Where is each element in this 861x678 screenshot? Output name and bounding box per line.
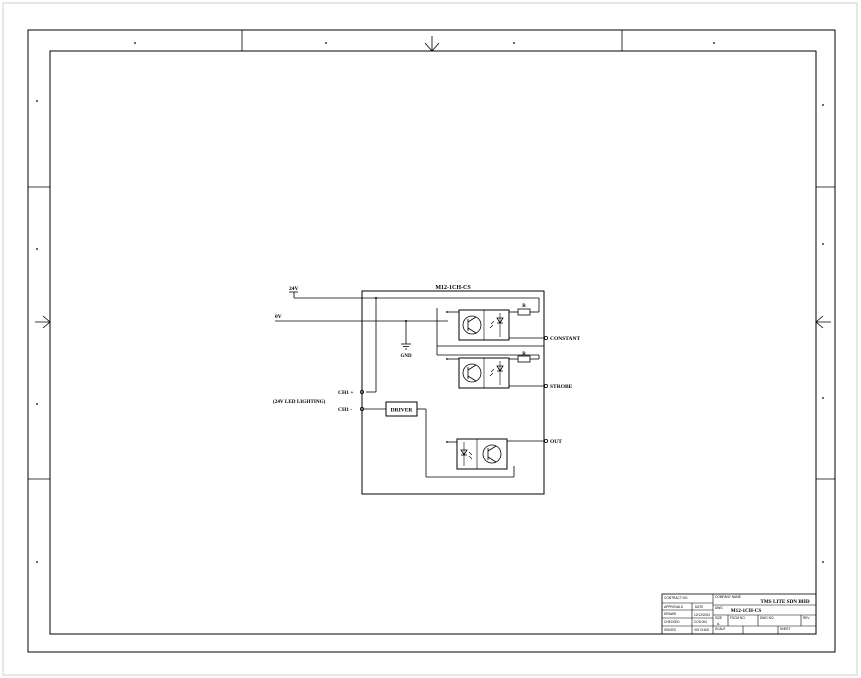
tb-contract-no-label: CONTRACT NO. bbox=[664, 596, 688, 600]
tb-approvals-label: APPROVALS bbox=[664, 605, 683, 609]
tb-rev-label: REV bbox=[803, 616, 810, 620]
tb-drawn-label: DRAWN bbox=[664, 612, 677, 616]
label-ch1-plus: CH1 + bbox=[338, 390, 354, 396]
constant-terminal bbox=[544, 335, 549, 340]
strobe-resistor-label: R bbox=[522, 352, 526, 357]
tb-misc-2: VIS CHAS bbox=[694, 628, 709, 632]
label-constant: CONSTANT bbox=[550, 336, 580, 342]
tb-scale-label: SCALE bbox=[715, 627, 725, 631]
zone-markers bbox=[36, 42, 824, 563]
module-title: M12-1CH-CS bbox=[435, 285, 471, 291]
power-rails: 24V 0V GND bbox=[275, 286, 448, 393]
tb-size-label: SIZE bbox=[715, 616, 722, 620]
label-out: OUT bbox=[550, 439, 562, 445]
constant-transistor bbox=[462, 315, 482, 335]
label-ch1-minus: CH1 - bbox=[338, 407, 352, 413]
tb-size-value: A bbox=[717, 622, 720, 626]
tb-company-name: TMS LITE SDN BHD bbox=[760, 599, 809, 605]
frame-inner-border bbox=[49, 50, 817, 635]
label-24v: 24V bbox=[289, 286, 299, 292]
tb-company-name-label: COMPANY NAME bbox=[715, 595, 741, 599]
module-block: M12-1CH-CS bbox=[361, 285, 545, 495]
center-arrow-right bbox=[815, 315, 831, 329]
tb-drawn-date: 12/12/2024 bbox=[694, 613, 710, 617]
out-terminal bbox=[544, 438, 549, 443]
label-0v: 0V bbox=[275, 314, 282, 320]
tb-drawing-title: M12-1CH-CS bbox=[731, 608, 762, 614]
label-driver: DRIVER bbox=[391, 408, 414, 414]
label-gnd: GND bbox=[400, 354, 412, 359]
center-arrow-top bbox=[424, 36, 440, 52]
constant-resistor bbox=[517, 308, 531, 316]
out-optocoupler bbox=[456, 438, 508, 470]
strobe-channel: R STROBE bbox=[436, 346, 573, 390]
tb-checked-label: CHECKED bbox=[664, 620, 680, 624]
title-block-outline bbox=[661, 593, 817, 635]
strobe-terminal bbox=[544, 383, 549, 388]
ch1-plus-terminal bbox=[359, 389, 364, 394]
tb-dwg-no-label: DWG NO. bbox=[760, 616, 774, 620]
module-outline bbox=[361, 290, 545, 495]
constant-channel: R CONSTANT bbox=[376, 297, 580, 347]
tb-issued-label: ISSUED bbox=[664, 628, 677, 632]
constant-resistor-label: R bbox=[522, 304, 526, 309]
center-arrow-left bbox=[35, 315, 51, 329]
label-strobe: STROBE bbox=[550, 384, 573, 390]
strobe-transistor bbox=[462, 363, 482, 383]
drawing-frame bbox=[27, 29, 836, 653]
out-transistor bbox=[482, 444, 502, 464]
tb-date-label: DATE bbox=[695, 605, 703, 609]
channel-terminals: CH1 + (24V LED LIGHTING) CH1 - DRIVER bbox=[273, 389, 515, 478]
out-channel: OUT bbox=[446, 438, 562, 470]
tb-misc-1: CCB 004 bbox=[694, 620, 707, 624]
label-lighting-note: (24V LED LIGHTING) bbox=[273, 398, 326, 405]
tb-fscm-label: FSCM NO. bbox=[730, 616, 746, 620]
ch1-minus-terminal bbox=[359, 406, 364, 411]
tb-sheet-label: SHEET bbox=[780, 627, 791, 631]
frame-outer-border bbox=[27, 29, 836, 653]
title-block: CONTRACT NO. COMPANY NAME TMS LITE SDN B… bbox=[661, 593, 817, 635]
tb-dwg-label: DWG bbox=[715, 606, 723, 610]
